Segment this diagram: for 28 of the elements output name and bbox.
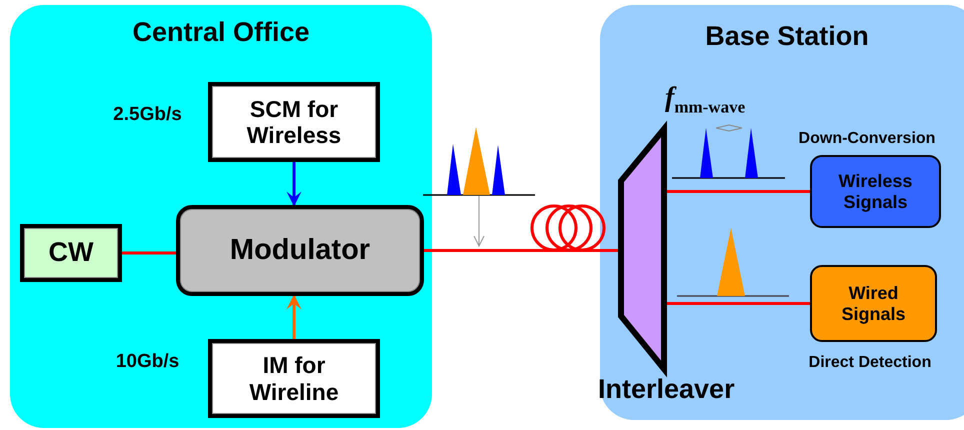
- box-label: CW: [48, 237, 94, 269]
- box-label: Wired Signals: [840, 282, 907, 324]
- box-label: SCM for Wireless: [246, 96, 342, 148]
- box-label: IM for Wireline: [248, 352, 340, 405]
- process-box: [810, 155, 941, 228]
- process-box: [810, 265, 937, 342]
- annotation-text: 10Gb/s: [114, 351, 180, 373]
- connector-line: [424, 249, 618, 252]
- process-box: [20, 224, 122, 282]
- annotation-text: 2.5Gb/s: [112, 104, 183, 126]
- node-label: Interleaver: [598, 374, 735, 405]
- arrow: [286, 294, 302, 339]
- modulator-box: [176, 205, 424, 296]
- process-box: [208, 339, 380, 418]
- annotation-text: Direct Detection: [808, 354, 932, 372]
- box-label: Wireless Signals: [838, 170, 914, 212]
- central-office-panel: [10, 5, 432, 428]
- connector-line: [667, 190, 810, 193]
- panel-title: Central Office: [131, 17, 311, 48]
- arrow: [286, 162, 302, 206]
- frequency-label: f$_{mm-wave}$: [665, 84, 746, 116]
- box-label: Modulator: [230, 234, 370, 268]
- connector-line: [667, 302, 810, 305]
- connector-line: [122, 252, 176, 254]
- annotation-text: Down-Conversion: [798, 130, 936, 148]
- panel-title: Base Station: [704, 21, 870, 52]
- base-station-panel: [600, 5, 964, 420]
- process-box: [208, 82, 380, 162]
